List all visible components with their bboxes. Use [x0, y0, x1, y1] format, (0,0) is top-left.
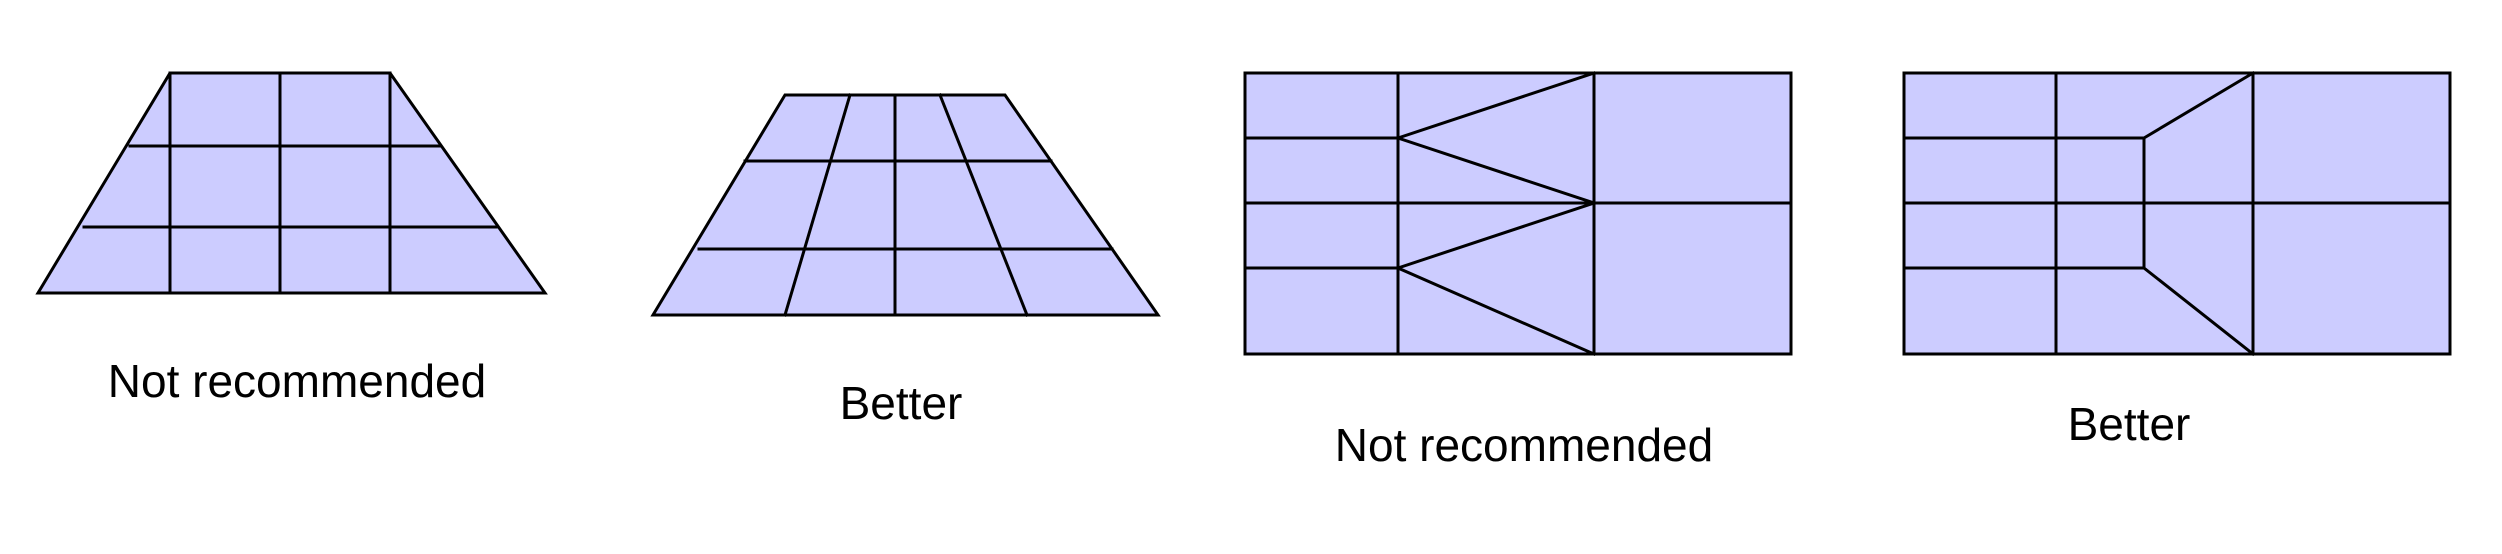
- panel-4-rectangle-mesh: Better: [1902, 70, 2452, 450]
- panel-4-outline: [1902, 71, 2452, 356]
- panel-2-outline: [650, 93, 1161, 317]
- panel-3-diag-line-4: [1396, 266, 1596, 356]
- panel-2-trapezoid-mesh: Better: [650, 93, 1161, 429]
- panel-1-trapezoid-mesh: Not recommended: [35, 71, 548, 407]
- panel-3-diag-line-1: [1396, 71, 1596, 140]
- panel-1-outline: [35, 71, 548, 295]
- panel-3-diag-line-3: [1396, 201, 1596, 270]
- panel-2-col-line-1: [783, 93, 852, 317]
- panel-3-rectangle-mesh: Not recommended: [1243, 71, 1793, 471]
- panel-1-caption: Not recommended: [108, 355, 486, 407]
- panel-3-diag-line-2: [1396, 136, 1596, 205]
- panel-4-caption: Better: [2068, 398, 2191, 450]
- panel-3-caption: Not recommended: [1335, 419, 1713, 471]
- panel-4-diag-line-1: [2141, 70, 2256, 141]
- panel-3-outline: [1243, 71, 1793, 356]
- panel-4-diag-line-2: [2141, 265, 2256, 357]
- panel-2-col-line-3: [938, 93, 1029, 317]
- panel-2-caption: Better: [840, 377, 963, 429]
